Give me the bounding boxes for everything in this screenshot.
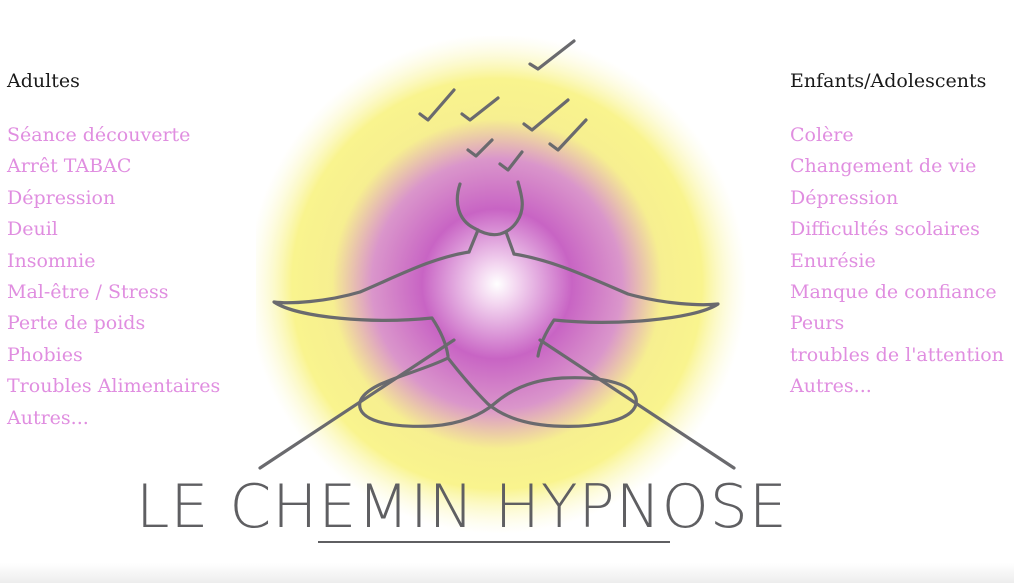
ray-right — [538, 338, 736, 470]
adults-link-perte-de-poids[interactable]: Perte de poids — [7, 312, 146, 335]
list-item: Autres... — [7, 403, 247, 434]
adults-link-troubles-alimentaires[interactable]: Troubles Alimentaires — [7, 375, 221, 398]
bird-icon — [522, 98, 570, 132]
adults-link-phobies[interactable]: Phobies — [7, 343, 83, 366]
adults-link-seance-decouverte[interactable]: Séance découverte — [7, 124, 191, 146]
bird-icon — [548, 118, 588, 152]
adults-link-mal-etre-stress[interactable]: Mal-être / Stress — [7, 280, 169, 303]
children-column: Enfants/Adolescents Colère Changement de… — [790, 66, 1014, 403]
logo-underline — [318, 541, 670, 543]
figure-legs — [358, 356, 638, 428]
list-item: troubles de l'attention — [790, 340, 1014, 371]
children-link-colere[interactable]: Colère — [790, 124, 854, 146]
adults-list: Séance découverte Arrêt TABAC Dépression… — [7, 120, 247, 434]
adults-link-autres[interactable]: Autres... — [7, 406, 89, 429]
figure-right-arm — [512, 252, 720, 358]
bird-icon — [466, 138, 494, 158]
list-item: Colère — [790, 120, 1014, 151]
children-link-peurs[interactable]: Peurs — [790, 312, 845, 335]
list-item: Perte de poids — [7, 308, 247, 339]
adults-link-arret-tabac[interactable]: Arrêt TABAC — [7, 155, 132, 178]
list-item: Difficultés scolaires — [790, 214, 1014, 245]
figure-head — [455, 180, 524, 237]
children-link-enuresie[interactable]: Enurésie — [790, 249, 876, 272]
children-link-depression[interactable]: Dépression — [790, 186, 899, 209]
list-item: Autres... — [790, 371, 1014, 402]
aura-glow — [256, 36, 746, 534]
figure-neck — [504, 230, 516, 256]
adults-link-deuil[interactable]: Deuil — [7, 218, 58, 241]
list-item: Changement de vie — [790, 151, 1014, 182]
bottom-fade — [0, 563, 1014, 583]
ray-left — [258, 338, 456, 470]
list-item: Manque de confiance — [790, 277, 1014, 308]
children-link-troubles-attention[interactable]: troubles de l'attention — [790, 343, 1004, 366]
bird-icon — [418, 88, 456, 122]
children-link-autres[interactable]: Autres... — [790, 375, 872, 398]
list-item: Mal-être / Stress — [7, 277, 247, 308]
figure-left-arm — [272, 250, 471, 358]
list-item: Troubles Alimentaires — [7, 371, 247, 402]
list-item: Peurs — [790, 308, 1014, 339]
adults-column: Adultes Séance découverte Arrêt TABAC Dé… — [7, 66, 247, 434]
logo-title: LE CHEMIN HYPNOSE — [136, 472, 788, 542]
meditating-figure-icon — [256, 36, 746, 534]
list-item: Arrêt TABAC — [7, 151, 247, 182]
adults-heading: Adultes — [7, 70, 80, 92]
list-item: Phobies — [7, 340, 247, 371]
adults-link-depression[interactable]: Dépression — [7, 186, 116, 209]
children-link-changement-de-vie[interactable]: Changement de vie — [790, 155, 977, 178]
children-list: Colère Changement de vie Dépression Diff… — [790, 120, 1014, 403]
list-item: Dépression — [7, 183, 247, 214]
figure-neck — [467, 228, 480, 254]
list-item: Séance découverte — [7, 120, 247, 151]
children-link-manque-de-confiance[interactable]: Manque de confiance — [790, 280, 997, 303]
bird-icon — [528, 39, 576, 71]
list-item: Enurésie — [790, 246, 1014, 277]
children-link-difficultes-scolaires[interactable]: Difficultés scolaires — [790, 218, 980, 241]
adults-link-insomnie[interactable]: Insomnie — [7, 249, 96, 272]
list-item: Deuil — [7, 214, 247, 245]
bird-icon — [498, 150, 524, 172]
bird-icon — [460, 96, 500, 122]
children-heading: Enfants/Adolescents — [790, 70, 987, 92]
list-item: Dépression — [790, 183, 1014, 214]
list-item: Insomnie — [7, 246, 247, 277]
